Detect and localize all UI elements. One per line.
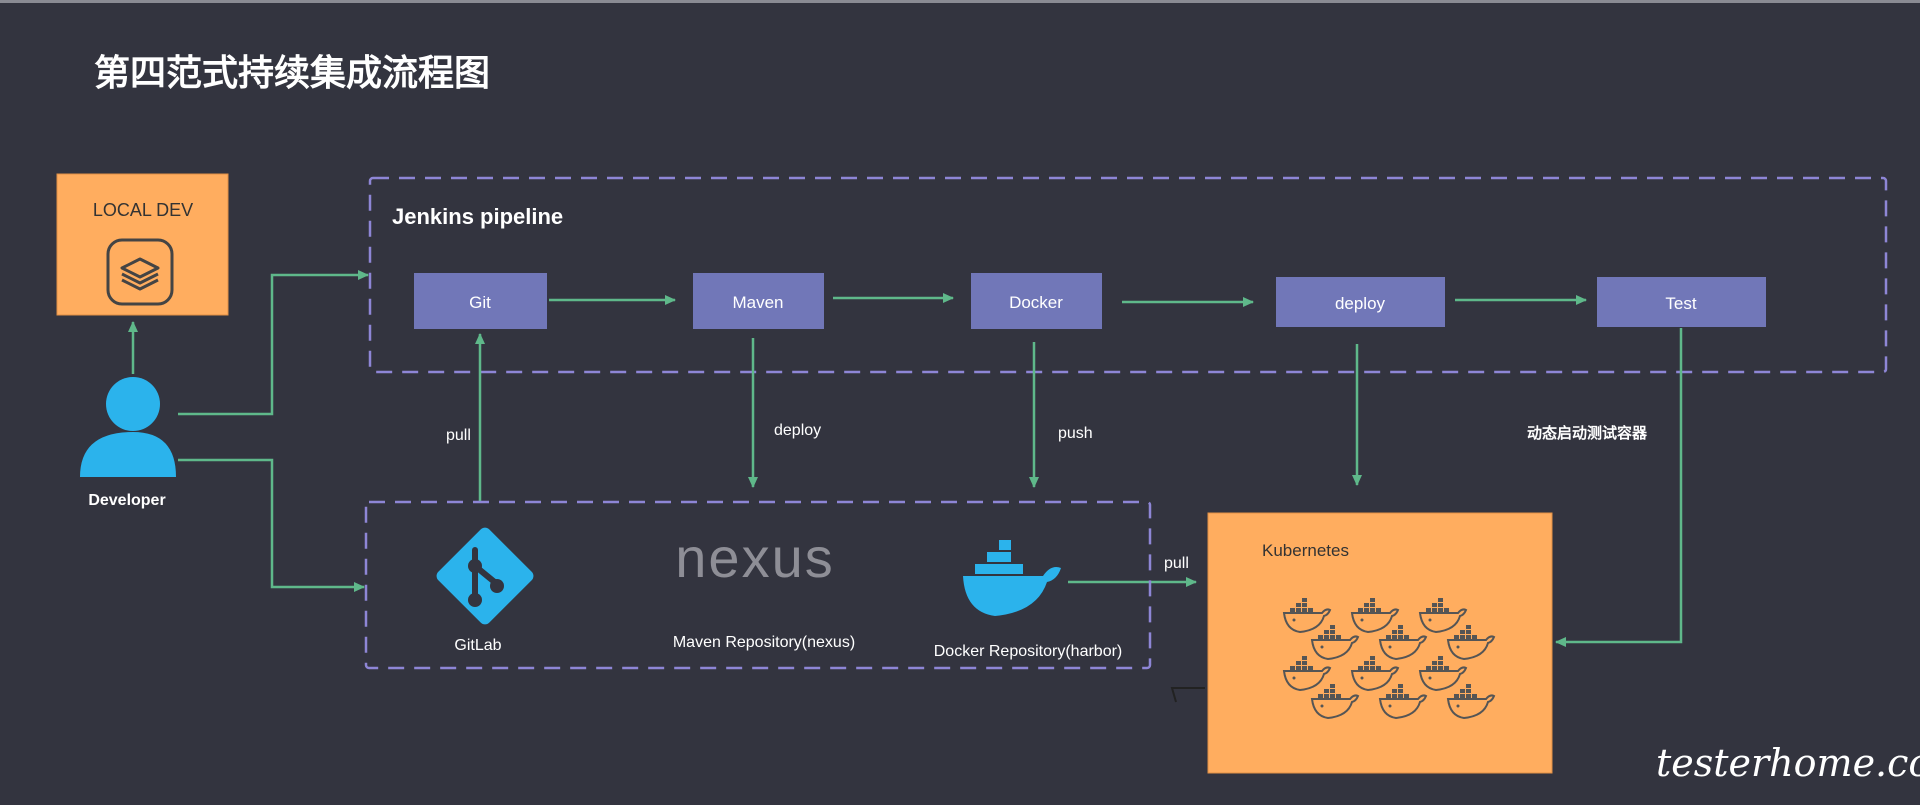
- nexus-logo: nexus: [675, 526, 834, 589]
- stage-test: Test: [1597, 277, 1766, 327]
- page-title: 第四范式持续集成流程图: [94, 52, 490, 93]
- harbor-node: Docker Repository(harbor): [934, 540, 1123, 660]
- local-dev-box: LOCAL DEV: [56, 173, 229, 316]
- jenkins-pipeline-container: [368, 176, 1888, 374]
- label-pull-k8s: pull: [1164, 555, 1189, 572]
- svg-text:Docker: Docker: [1009, 293, 1063, 312]
- gitlab-label: GitLab: [454, 637, 501, 654]
- label-test-dynamic: 动态启动测试容器: [1527, 424, 1648, 442]
- nexus-node: nexus Maven Repository(nexus): [673, 526, 855, 651]
- developer-node: Developer: [80, 377, 176, 509]
- repositories-container: [364, 500, 1152, 670]
- watermark: testerhome.com: [1656, 741, 1920, 785]
- stage-docker: Docker: [971, 273, 1102, 329]
- arrow-test-kubernetes: [1555, 328, 1683, 647]
- docker-whale-icon: [963, 540, 1061, 616]
- harbor-label: Docker Repository(harbor): [934, 643, 1123, 660]
- stage-git: Git: [414, 273, 547, 329]
- local-dev-label: LOCAL DEV: [93, 200, 193, 220]
- label-deploy-nexus: deploy: [774, 422, 821, 439]
- svg-text:Maven: Maven: [732, 293, 783, 312]
- pipeline-title: Jenkins pipeline: [392, 204, 563, 229]
- stage-deploy: deploy: [1276, 277, 1445, 327]
- svg-text:Test: Test: [1665, 294, 1696, 313]
- pipeline-arrows: [128, 270, 1683, 647]
- svg-text:Git: Git: [469, 293, 491, 312]
- kubernetes-label: Kubernetes: [1262, 541, 1349, 560]
- person-icon: [80, 377, 176, 477]
- arrow-developer-repos: [178, 458, 365, 592]
- stray-mark: [1170, 687, 1205, 703]
- svg-text:deploy: deploy: [1335, 294, 1386, 313]
- stage-maven: Maven: [693, 273, 824, 329]
- kubernetes-box: Kubernetes: [1207, 512, 1553, 774]
- developer-label: Developer: [88, 492, 165, 509]
- arrow-developer-pipeline: [178, 270, 369, 416]
- stack-layers-icon: [106, 238, 174, 306]
- label-pull-git: pull: [446, 427, 471, 444]
- nexus-label: Maven Repository(nexus): [673, 634, 855, 651]
- git-logo-icon: [436, 527, 534, 625]
- gitlab-node: GitLab: [436, 527, 534, 654]
- label-push-harbor: push: [1058, 425, 1093, 442]
